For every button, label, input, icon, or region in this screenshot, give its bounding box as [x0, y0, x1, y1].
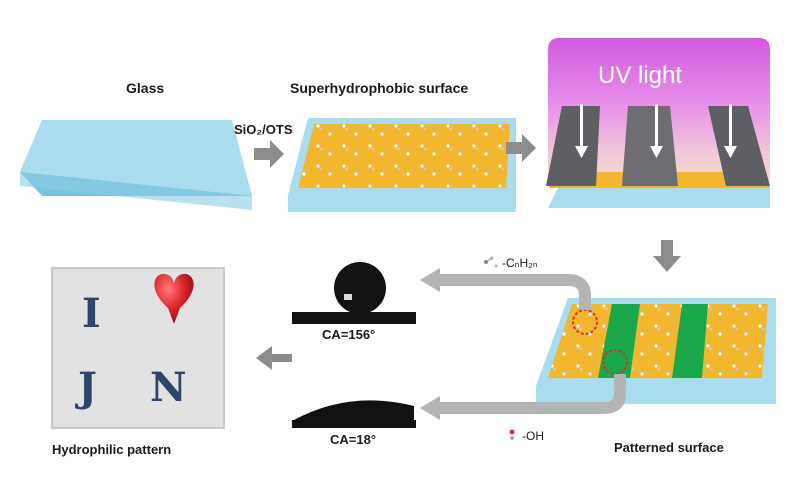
patterned-slide [536, 298, 776, 404]
contact-angle-image-hydrophilic [292, 378, 416, 430]
coating-label: SiO₂/OTS [234, 122, 293, 137]
hydrophilic-pattern-photo [51, 267, 225, 429]
hydroxyl-molecule-icon [509, 429, 515, 440]
contact-angle-image-hydrophobic [292, 260, 416, 324]
superhydrophobic-slide [288, 118, 516, 212]
hydrophilic-stripe-2 [672, 304, 708, 378]
step-arrow-3 [653, 240, 681, 272]
flow-arrow-hydrophilic [420, 374, 626, 420]
uv-exposure [546, 38, 770, 208]
alkyl-group-label: -CₙH₂ₙ [502, 256, 538, 270]
pattern-letter-j: J [78, 364, 97, 411]
heart-droplet [154, 273, 194, 324]
pattern-letter-n: N [150, 364, 187, 411]
hydrophilic-pattern-label: Hydrophilic pattern [52, 442, 172, 457]
flow-arrow-hydrophobic [420, 268, 591, 310]
glass-label: Glass [126, 80, 165, 96]
alkyl-molecule-icon [484, 256, 498, 268]
glass-slide [20, 120, 252, 210]
uv-light-label: UV light [598, 62, 683, 89]
patterned-label: Patterned surface [614, 440, 724, 455]
step-arrow-4 [256, 346, 292, 370]
photomask-3 [708, 106, 770, 186]
photomask-1 [546, 106, 600, 186]
hydroxyl-group-label: -OH [522, 429, 544, 443]
pattern-letter-i: I [82, 290, 101, 337]
magnify-circle-hydrophilic [602, 349, 628, 375]
step-arrow-2 [506, 134, 536, 162]
contact-angle-label-hydrophobic: CA=156° [322, 327, 376, 342]
hydrophilic-stripe-1 [598, 304, 640, 378]
contact-angle-label-hydrophilic: CA=18° [330, 432, 377, 447]
step-arrow-1 [254, 140, 284, 168]
superhydrophobic-label: Superhydrophobic surface [290, 80, 469, 96]
